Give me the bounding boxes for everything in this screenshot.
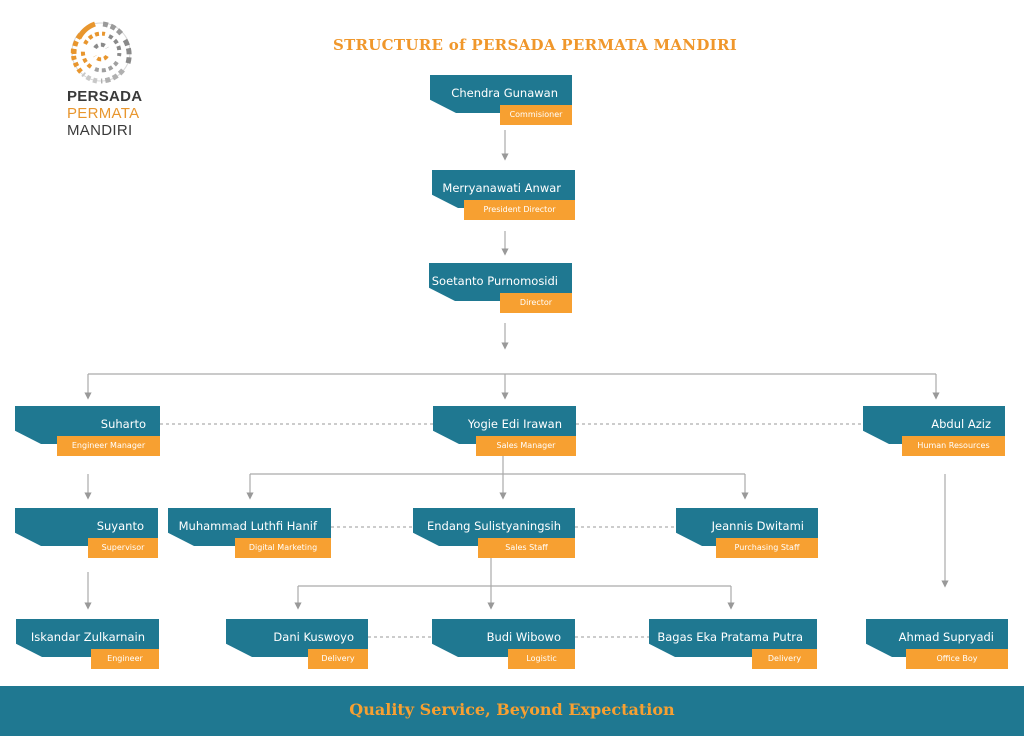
node-name: Soetanto Purnomosidi bbox=[431, 274, 558, 288]
node-role: Engineer bbox=[107, 654, 143, 663]
node-name: Suharto bbox=[100, 417, 146, 431]
node-office-boy: Ahmad Supryadi Office Boy bbox=[866, 619, 1008, 669]
node-name: Merryanawati Anwar bbox=[442, 181, 561, 195]
node-role: Commisioner bbox=[509, 110, 563, 119]
node-role: Sales Staff bbox=[505, 543, 548, 552]
node-engineer: Iskandar Zulkarnain Engineer bbox=[16, 619, 159, 669]
node-role: Human Resources bbox=[917, 441, 990, 450]
node-commisioner: Chendra Gunawan Commisioner bbox=[430, 75, 572, 125]
node-name: Yogie Edi Irawan bbox=[467, 417, 562, 431]
logo-text-line2: PERMATA bbox=[67, 105, 140, 122]
node-role: Digital Marketing bbox=[248, 543, 318, 552]
page-title: STRUCTURE of PERSADA PERMATA MANDIRI bbox=[332, 36, 738, 54]
node-role: Delivery bbox=[321, 654, 355, 663]
footer-banner: Quality Service, Beyond Expectation bbox=[0, 686, 1024, 736]
logo-text-line3: MANDIRI bbox=[67, 122, 133, 139]
node-name: Abdul Aziz bbox=[931, 417, 991, 431]
node-digital-marketing: Muhammad Luthfi Hanif Digital Marketing bbox=[168, 508, 331, 558]
node-role: Purchasing Staff bbox=[734, 543, 800, 552]
node-director: Soetanto Purnomosidi Director bbox=[429, 263, 572, 313]
node-name: Jeannis Dwitami bbox=[711, 519, 804, 533]
node-role: Engineer Manager bbox=[71, 441, 146, 450]
node-role: President Director bbox=[483, 205, 556, 214]
node-name: Muhammad Luthfi Hanif bbox=[178, 519, 317, 533]
node-name: Ahmad Supryadi bbox=[898, 630, 994, 644]
node-name: Budi Wibowo bbox=[486, 630, 561, 644]
node-human-resources: Abdul Aziz Human Resources bbox=[863, 406, 1005, 456]
node-president-director: Merryanawati Anwar President Director bbox=[432, 170, 575, 220]
logo-text-line1: PERSADA bbox=[67, 88, 143, 105]
node-supervisor: Suyanto Supervisor bbox=[15, 508, 158, 558]
node-name: Chendra Gunawan bbox=[451, 86, 558, 100]
node-name: Bagas Eka Pratama Putra bbox=[657, 630, 803, 644]
node-role: Delivery bbox=[767, 654, 802, 663]
node-delivery-1: Dani Kuswoyo Delivery bbox=[226, 619, 368, 669]
node-role: Director bbox=[519, 298, 553, 307]
node-delivery-2: Bagas Eka Pratama Putra Delivery bbox=[649, 619, 817, 669]
node-sales-staff: Endang Sulistyaningsih Sales Staff bbox=[413, 508, 575, 558]
node-name: Suyanto bbox=[96, 519, 144, 533]
node-role: Sales Manager bbox=[496, 441, 556, 450]
logo-globe-icon bbox=[70, 21, 132, 84]
footer-tagline: Quality Service, Beyond Expectation bbox=[349, 700, 675, 719]
node-name: Iskandar Zulkarnain bbox=[30, 630, 145, 644]
node-logistic: Budi Wibowo Logistic bbox=[432, 619, 575, 669]
node-role: Supervisor bbox=[101, 543, 145, 552]
node-engineer-manager: Suharto Engineer Manager bbox=[15, 406, 160, 456]
node-role: Office Boy bbox=[936, 654, 978, 663]
node-name: Endang Sulistyaningsih bbox=[426, 519, 561, 533]
node-name: Dani Kuswoyo bbox=[273, 630, 354, 644]
node-role: Logistic bbox=[526, 654, 557, 663]
node-sales-manager: Yogie Edi Irawan Sales Manager bbox=[433, 406, 576, 456]
node-purchasing-staff: Jeannis Dwitami Purchasing Staff bbox=[676, 508, 818, 558]
